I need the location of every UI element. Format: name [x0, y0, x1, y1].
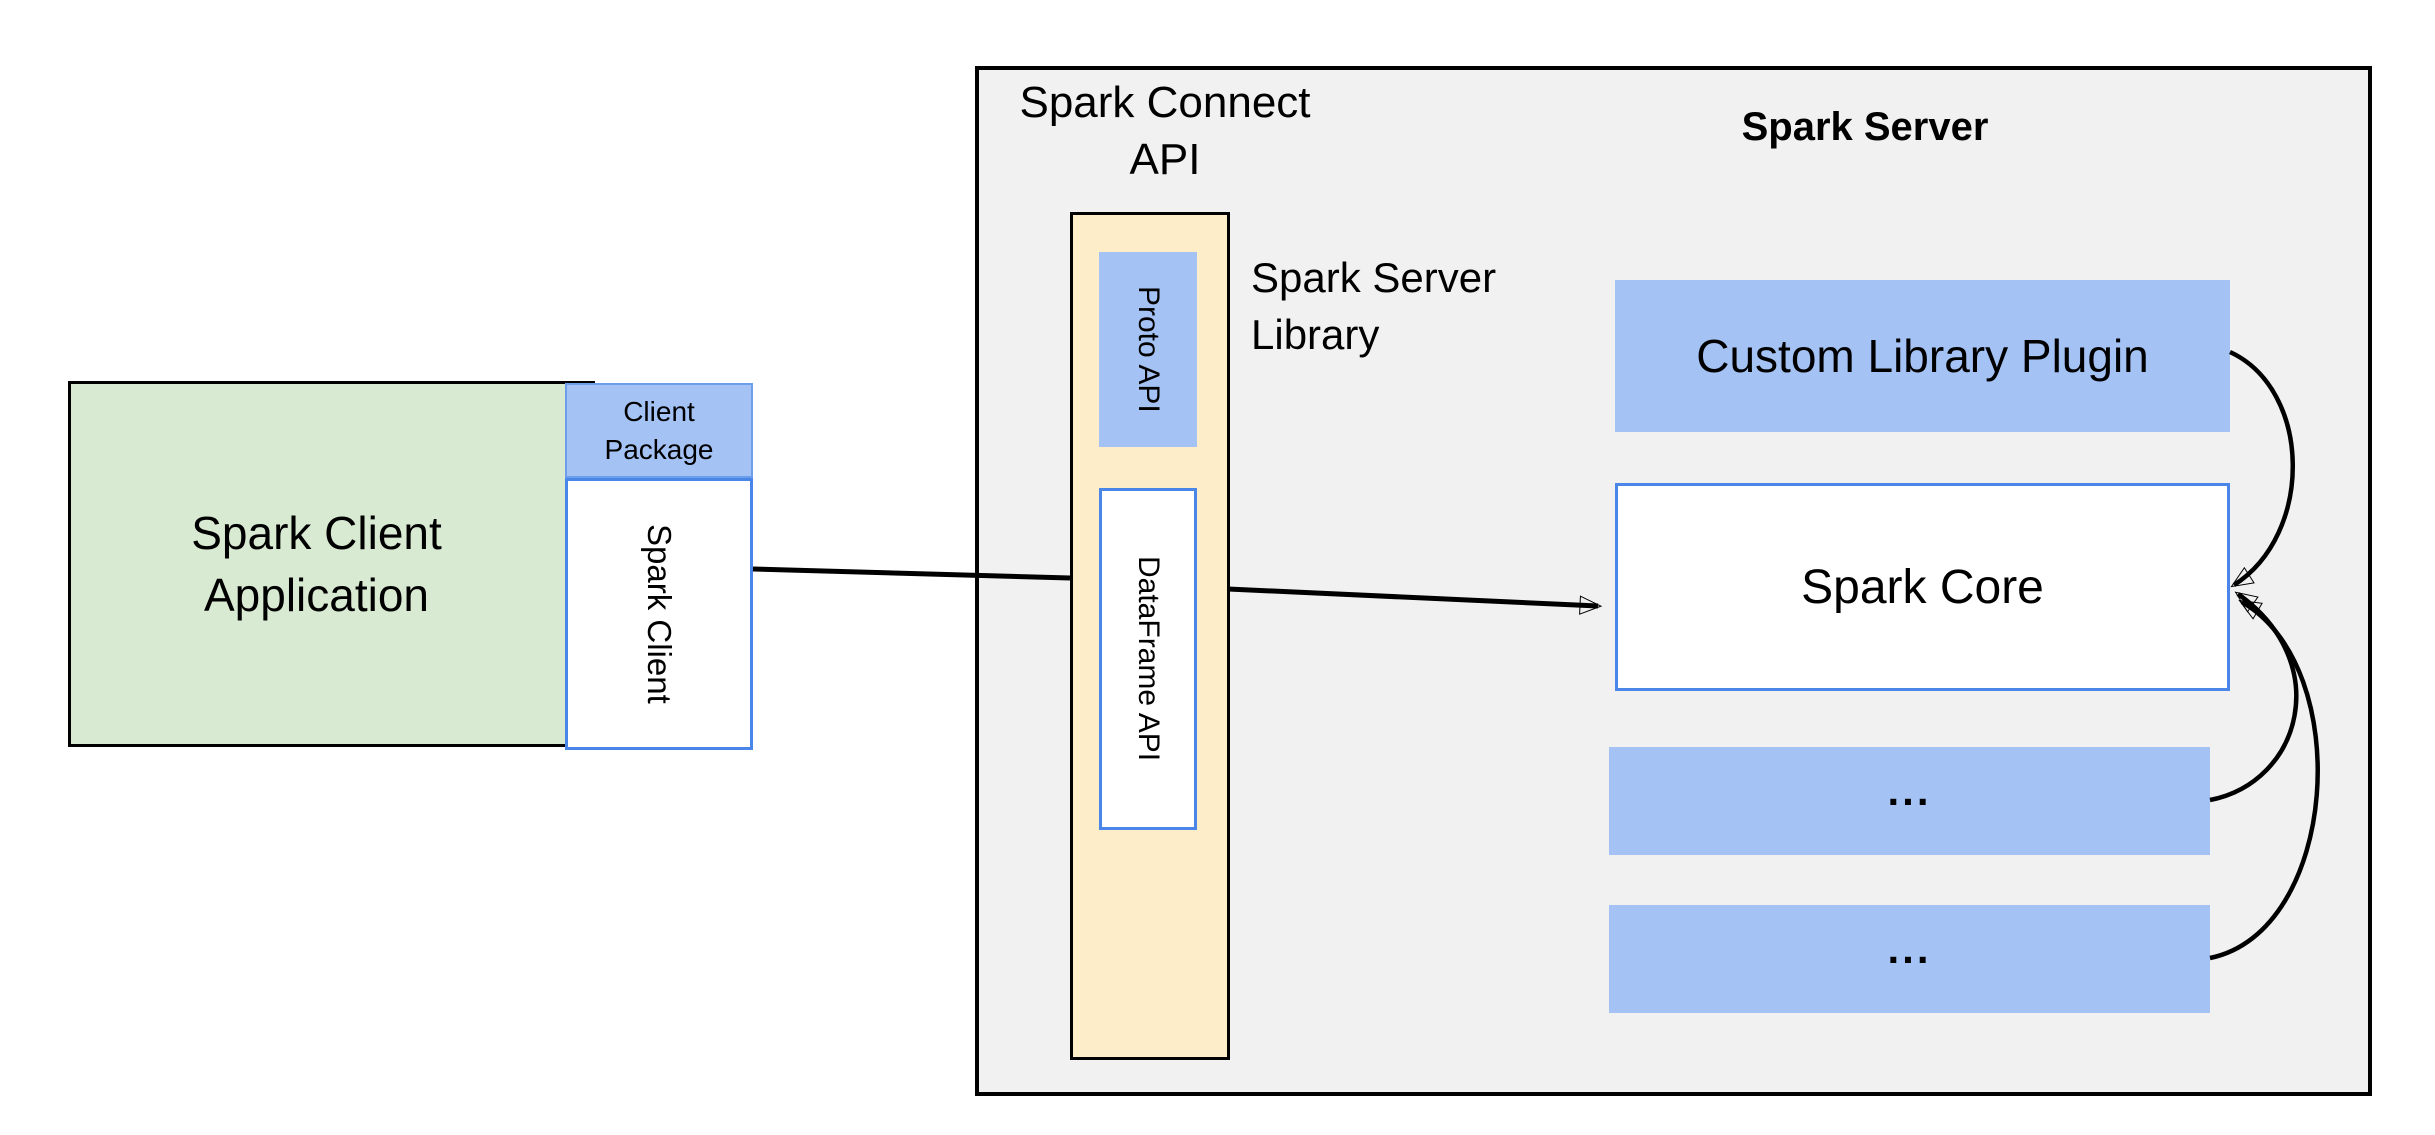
spark-client-application-label: Spark Client Application [68, 381, 565, 747]
spark-server-title: Spark Server [1741, 105, 1989, 149]
spark-connect-api-line2: API [1129, 135, 1201, 185]
spark-core-box: Spark Core [1615, 483, 2230, 691]
spark-connect-api-label: Spark Connect API [975, 74, 1355, 188]
spark-client-label: Spark Client [641, 524, 678, 704]
ellipsis-2: ... [1887, 925, 1932, 972]
spark-connect-api-line1: Spark Connect [1019, 78, 1311, 127]
dataframe-api-label: DataFrame API [1132, 556, 1165, 762]
client-package-line1: Client [623, 395, 695, 427]
spark-server-library-line1: Spark Server [1251, 254, 1497, 301]
spark-client-application-line1: Spark Client [191, 506, 442, 559]
spark-client-box: Spark Client [565, 478, 753, 750]
proto-api-box: Proto API [1099, 252, 1197, 447]
ellipsis-1: ... [1887, 767, 1932, 814]
spark-server-library-line2: Library [1251, 310, 1380, 358]
spark-client-application-box [68, 381, 595, 747]
spark-server-library-label: Spark Server Library [1251, 250, 1651, 363]
dataframe-api-box: DataFrame API [1099, 488, 1197, 830]
client-package-box: Client Package [565, 383, 753, 478]
more-plugins-box-2: ... [1609, 905, 2210, 1013]
spark-core-label: Spark Core [1801, 560, 2044, 614]
proto-api-label: Proto API [1132, 286, 1165, 413]
more-plugins-box-1: ... [1609, 747, 2210, 855]
client-package-line2: Package [604, 433, 714, 465]
custom-library-plugin-label: Custom Library Plugin [1696, 330, 2149, 382]
spark-client-application-line2: Application [203, 569, 430, 621]
custom-library-plugin-box: Custom Library Plugin [1615, 280, 2230, 432]
